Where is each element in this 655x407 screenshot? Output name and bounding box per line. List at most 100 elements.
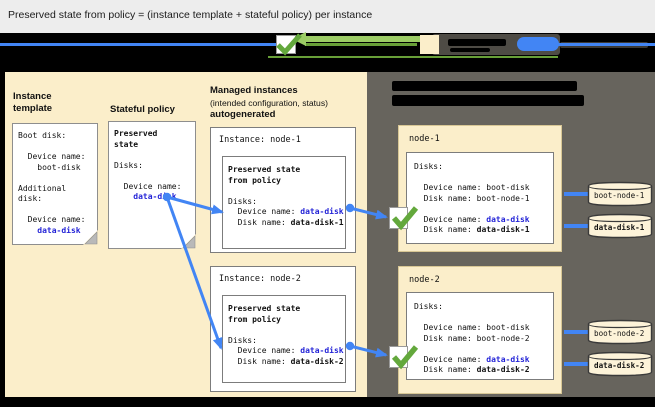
cylinder-icon xyxy=(587,351,653,377)
doc-line xyxy=(114,171,195,182)
managed-instances-heading: Managed instances (intended configuratio… xyxy=(210,85,360,121)
inner-heading: from policy xyxy=(228,175,281,185)
vm-panel-obscured-heading-2 xyxy=(392,95,584,106)
legend-blue-line-right xyxy=(553,43,655,46)
managed-instance-card-node-2: Instance: node-2 Preserved state from po… xyxy=(210,266,356,392)
disk-name: data-disk-2 xyxy=(594,361,645,370)
doc-line: Device name: xyxy=(18,152,86,161)
doc-line: Preserved xyxy=(114,129,158,138)
device-line: Device name: data-disk xyxy=(228,207,345,218)
doc-line xyxy=(114,150,195,161)
preserved-state-box: Preserved state from policy Disks: Devic… xyxy=(222,295,346,383)
disk-name: boot-node-2 xyxy=(594,329,645,338)
doc-line: boot-disk xyxy=(18,162,81,172)
disk-connector xyxy=(564,330,589,334)
disk-label: Disk name: xyxy=(228,217,291,227)
data-disk-line: Disk name: data-disk-2 xyxy=(414,365,553,376)
disks-label: Disks: xyxy=(228,335,257,345)
managed-instance-card-node-1: Instance: node-1 Preserved state from po… xyxy=(210,127,356,253)
legend-bar xyxy=(0,32,655,72)
disk-cylinder-data-disk-2: data-disk-2 xyxy=(587,351,653,377)
instance-title: Instance: node-2 xyxy=(219,274,301,284)
node-1-applied-checkbox xyxy=(389,207,408,229)
disk-label: Disk name: xyxy=(414,365,477,374)
disks-label: Disks: xyxy=(414,162,443,171)
page-fold-icon xyxy=(83,230,98,245)
green-arrow-shaft xyxy=(305,36,420,42)
cylinder-icon xyxy=(587,181,653,207)
diagram-title: Preserved state from policy = (instance … xyxy=(8,9,373,21)
device-value: data-disk xyxy=(486,214,530,224)
device-value: data-disk xyxy=(300,346,344,355)
disk-line: Disk name: data-disk-2 xyxy=(228,357,345,368)
disk-connector xyxy=(564,362,589,366)
disk-connector xyxy=(564,192,589,196)
doc-line: disk: xyxy=(18,194,43,203)
instance-title: Instance: node-1 xyxy=(219,135,301,145)
disk-line: Disk name: data-disk-1 xyxy=(228,218,345,229)
disk-value: data-disk-2 xyxy=(290,356,344,366)
stateful-policy-heading: Stateful policy xyxy=(110,104,175,115)
disk-label: Disk name: xyxy=(228,356,291,366)
disk-cylinder-data-disk-1: data-disk-1 xyxy=(587,213,653,239)
doc-line xyxy=(18,142,97,153)
doc-line: Additional xyxy=(18,183,67,193)
inner-heading: Preserved state xyxy=(228,165,301,174)
title-bar: Preserved state from policy = (instance … xyxy=(0,0,655,33)
disks-label: Disks: xyxy=(414,302,443,311)
device-label: Device name: xyxy=(414,214,487,224)
bottom-bar xyxy=(0,397,655,407)
green-arrow-shaft-dark xyxy=(305,43,417,46)
managed-instances-heading-bold2: autogenerated xyxy=(210,109,276,120)
doc-line: Device name: xyxy=(114,181,182,191)
node-2-applied-checkbox xyxy=(389,346,408,368)
inner-heading: from policy xyxy=(228,314,281,324)
data-device-line: Device name: data-disk xyxy=(414,355,553,366)
doc-line: Boot disk: xyxy=(18,131,67,140)
instance-template-heading: Instance template xyxy=(13,91,53,114)
disk-name: data-disk-1 xyxy=(594,223,645,232)
disk-value: data-disk-2 xyxy=(476,365,530,374)
disk-label: Disk name: xyxy=(414,225,477,234)
doc-line-data-disk: data-disk xyxy=(114,192,177,201)
managed-instances-heading-bold: Managed instances xyxy=(210,85,298,96)
legend-obscured-label-2 xyxy=(450,48,490,52)
cylinder-icon xyxy=(587,319,653,345)
preserved-state-box: Preserved state from policy Disks: Devic… xyxy=(222,156,346,249)
vm-node-1-card: node-1 Disks: Device name: boot-disk Dis… xyxy=(398,125,562,252)
vm-panel-obscured-heading-1 xyxy=(392,81,577,91)
device-value: data-disk xyxy=(486,354,530,364)
disks-label: Disks: xyxy=(228,196,257,206)
doc-line: Device name: xyxy=(18,215,86,224)
node-disks-box: Disks: Device name: boot-disk Disk name:… xyxy=(406,152,554,244)
data-disk-line: Disk name: data-disk-1 xyxy=(414,225,553,236)
legend-green-underline xyxy=(268,56,558,58)
doc-line: Disks: xyxy=(114,160,143,170)
node-title: node-1 xyxy=(409,134,440,144)
vm-node-2-card: node-2 Disks: Device name: boot-disk Dis… xyxy=(398,266,562,394)
disk-cylinder-boot-node-2: boot-node-2 xyxy=(587,319,653,345)
instance-template-doc: Boot disk: Device name: boot-disk Additi… xyxy=(12,123,98,245)
legend-checkbox xyxy=(276,35,296,54)
disk-value: data-disk-1 xyxy=(476,225,530,234)
device-line: Device name: data-disk xyxy=(228,346,345,357)
disk-connector xyxy=(564,224,589,228)
device-label: Device name: xyxy=(228,207,301,216)
disk-value: data-disk-1 xyxy=(290,217,344,227)
boot-device-line: Device name: boot-disk xyxy=(414,323,530,332)
disk-name: boot-node-1 xyxy=(594,191,645,200)
page-fold-icon xyxy=(181,234,196,249)
disk-cylinder-boot-node-1: boot-node-1 xyxy=(587,181,653,207)
node-disks-box: Disks: Device name: boot-disk Disk name:… xyxy=(406,292,554,380)
doc-line xyxy=(18,205,97,216)
data-device-line: Device name: data-disk xyxy=(414,215,553,226)
device-value: data-disk xyxy=(300,207,344,216)
legend-blue-line-left xyxy=(0,43,276,46)
legend-disk-oval-icon xyxy=(517,37,559,51)
device-label: Device name: xyxy=(414,354,487,364)
boot-disk-line: Disk name: boot-node-2 xyxy=(414,333,530,343)
doc-line xyxy=(18,173,97,184)
legend-instance-square-icon xyxy=(420,35,439,54)
inner-heading: Preserved state xyxy=(228,304,301,313)
